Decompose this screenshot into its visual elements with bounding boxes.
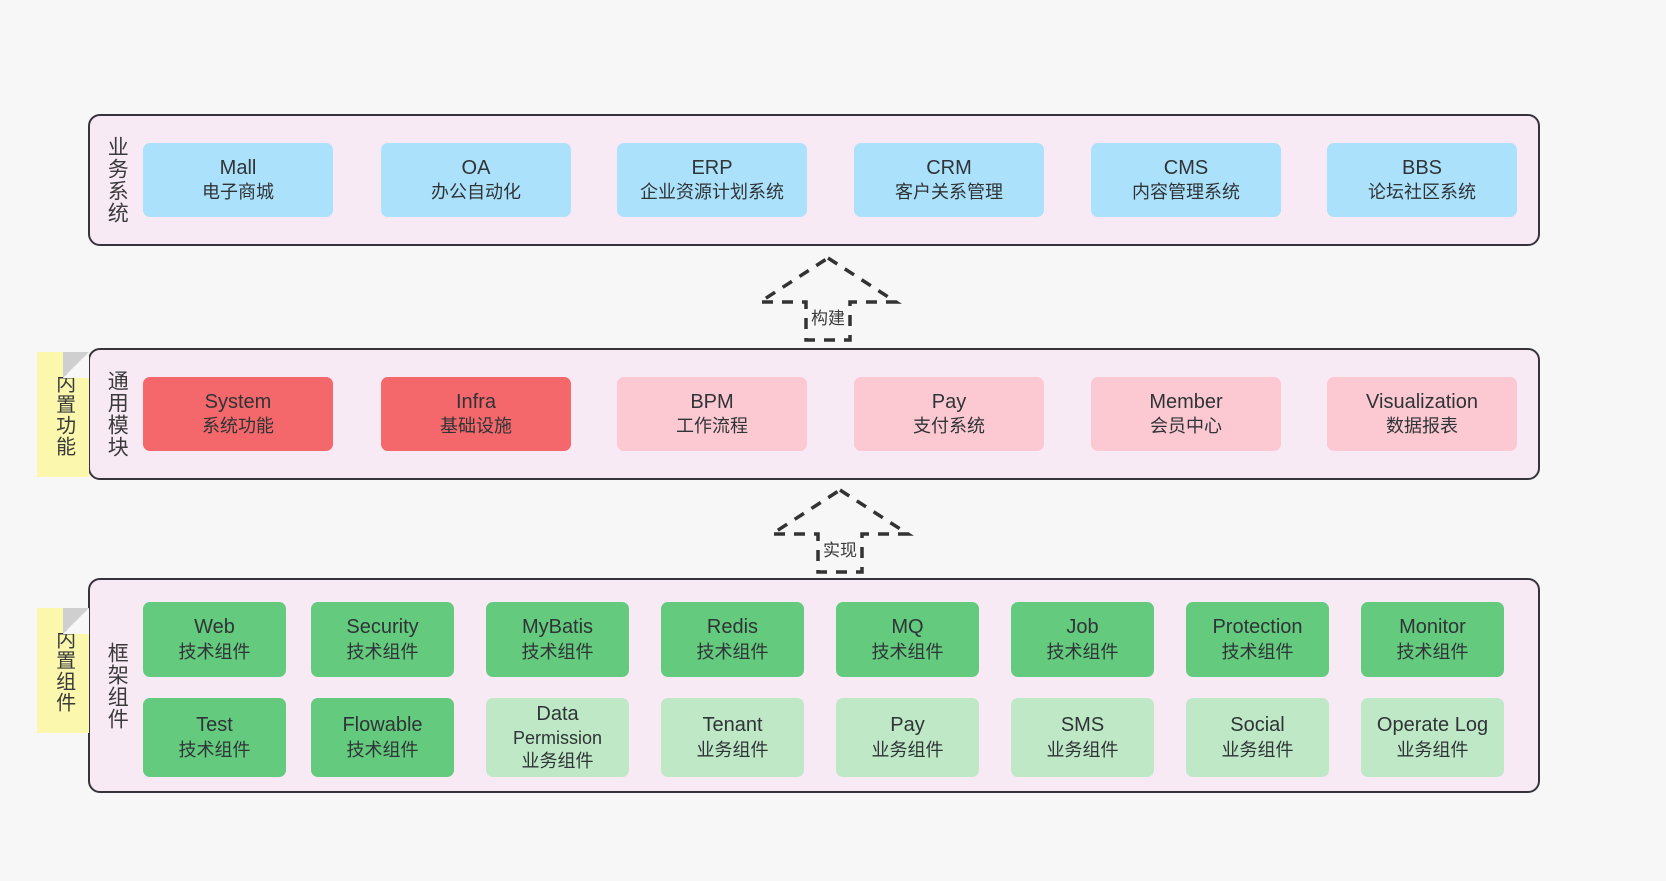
card-subtitle: 论坛社区系统 bbox=[1368, 182, 1476, 203]
card-subtitle: 技术组件 bbox=[871, 641, 944, 662]
card-title: BPM bbox=[690, 390, 734, 413]
card-subtitle: 技术组件 bbox=[521, 641, 594, 662]
card-subtitle: 业务组件 bbox=[1396, 739, 1469, 760]
card-subtitle: 会员中心 bbox=[1150, 416, 1222, 437]
card-title: Operate Log bbox=[1376, 714, 1489, 737]
card-subtitle: 技术组件 bbox=[1046, 641, 1119, 662]
card-title: Tenant bbox=[702, 714, 763, 737]
card-subtitle: 基础设施 bbox=[440, 416, 512, 437]
card-title: MyBatis bbox=[521, 616, 594, 639]
card-title: Monitor bbox=[1399, 616, 1466, 639]
card-subtitle: 办公自动化 bbox=[431, 182, 521, 203]
sticky-note-common-modules: 内置功能 bbox=[37, 352, 89, 477]
card-title: Mall bbox=[219, 156, 257, 179]
arrow-up-icon bbox=[766, 487, 914, 574]
card-title: Pay bbox=[890, 714, 925, 737]
card-title: Flowable bbox=[342, 714, 423, 737]
connector-label-implement: 实现 bbox=[823, 541, 857, 560]
card-subtitle: Permission bbox=[512, 728, 603, 749]
card-title: Pay bbox=[931, 390, 967, 413]
card-title: Redis bbox=[706, 616, 759, 639]
card-subtitle: 业务组件 bbox=[696, 739, 769, 760]
card-title: SMS bbox=[1060, 714, 1105, 737]
card-subtitle: 业务组件 bbox=[1221, 739, 1294, 760]
card-system[interactable]: System 系统功能 bbox=[143, 377, 333, 451]
card-subtitle: 技术组件 bbox=[178, 641, 251, 662]
card-title: Infra bbox=[455, 390, 497, 413]
card-subtitle: 工作流程 bbox=[676, 416, 748, 437]
card-subtitle: 技术组件 bbox=[346, 641, 419, 662]
card-subtitle: 业务组件 bbox=[1046, 739, 1119, 760]
card-subtitle: 电子商城 bbox=[202, 182, 274, 203]
card-bbs[interactable]: BBS 论坛社区系统 bbox=[1327, 143, 1517, 217]
layer-title-business-systems: 业务系统 bbox=[105, 136, 129, 224]
card-subtitle: 支付系统 bbox=[913, 416, 985, 437]
arrow-up-icon bbox=[754, 255, 902, 342]
card-oa[interactable]: OA 办公自动化 bbox=[381, 143, 571, 217]
card-title: Data bbox=[536, 702, 579, 725]
card-subtitle: 数据报表 bbox=[1386, 416, 1458, 437]
card-subtitle: 企业资源计划系统 bbox=[640, 182, 784, 203]
card-cms[interactable]: CMS 内容管理系统 bbox=[1091, 143, 1281, 217]
card-title: Protection bbox=[1212, 616, 1303, 639]
card-subtitle: 内容管理系统 bbox=[1132, 182, 1240, 203]
connector-build: 构建 bbox=[754, 255, 902, 342]
card-subtitle: 技术组件 bbox=[696, 641, 769, 662]
card-title: OA bbox=[461, 156, 491, 179]
card-title: Member bbox=[1149, 390, 1223, 413]
card-title: Web bbox=[194, 616, 235, 639]
card-subtitle-2: 业务组件 bbox=[521, 751, 594, 772]
connector-label-build: 构建 bbox=[811, 309, 845, 328]
card-title: System bbox=[204, 390, 272, 413]
connector-implement: 实现 bbox=[766, 487, 914, 574]
card-erp[interactable]: ERP 企业资源计划系统 bbox=[617, 143, 807, 217]
card-visualization[interactable]: Visualization 数据报表 bbox=[1327, 377, 1517, 451]
sticky-note-framework-components: 内置组件 bbox=[37, 608, 89, 733]
card-title: CRM bbox=[926, 156, 972, 179]
card-title: Security bbox=[346, 616, 419, 639]
layer-title-common-modules: 通用模块 bbox=[105, 370, 129, 458]
layer-title-framework-components: 框架组件 bbox=[105, 641, 129, 730]
card-title: Visualization bbox=[1366, 390, 1478, 413]
card-mall[interactable]: Mall 电子商城 bbox=[143, 143, 333, 217]
card-member[interactable]: Member 会员中心 bbox=[1091, 377, 1281, 451]
card-subtitle: 客户关系管理 bbox=[895, 182, 1003, 203]
card-subtitle: 技术组件 bbox=[1221, 641, 1294, 662]
card-infra[interactable]: Infra 基础设施 bbox=[381, 377, 571, 451]
card-title: Test bbox=[196, 714, 233, 737]
card-title: BBS bbox=[1401, 156, 1443, 179]
card-subtitle: 技术组件 bbox=[178, 739, 251, 760]
card-crm[interactable]: CRM 客户关系管理 bbox=[854, 143, 1044, 217]
card-pay[interactable]: Pay 支付系统 bbox=[854, 377, 1044, 451]
card-subtitle: 技术组件 bbox=[1396, 641, 1469, 662]
card-title: CMS bbox=[1163, 156, 1209, 179]
card-title: Social bbox=[1230, 714, 1285, 737]
card-subtitle: 技术组件 bbox=[346, 739, 419, 760]
card-subtitle: 业务组件 bbox=[871, 739, 944, 760]
card-bpm[interactable]: BPM 工作流程 bbox=[617, 377, 807, 451]
card-title: Job bbox=[1066, 616, 1099, 639]
card-title: ERP bbox=[691, 156, 733, 179]
card-subtitle: 系统功能 bbox=[202, 416, 274, 437]
card-title: MQ bbox=[891, 616, 924, 639]
